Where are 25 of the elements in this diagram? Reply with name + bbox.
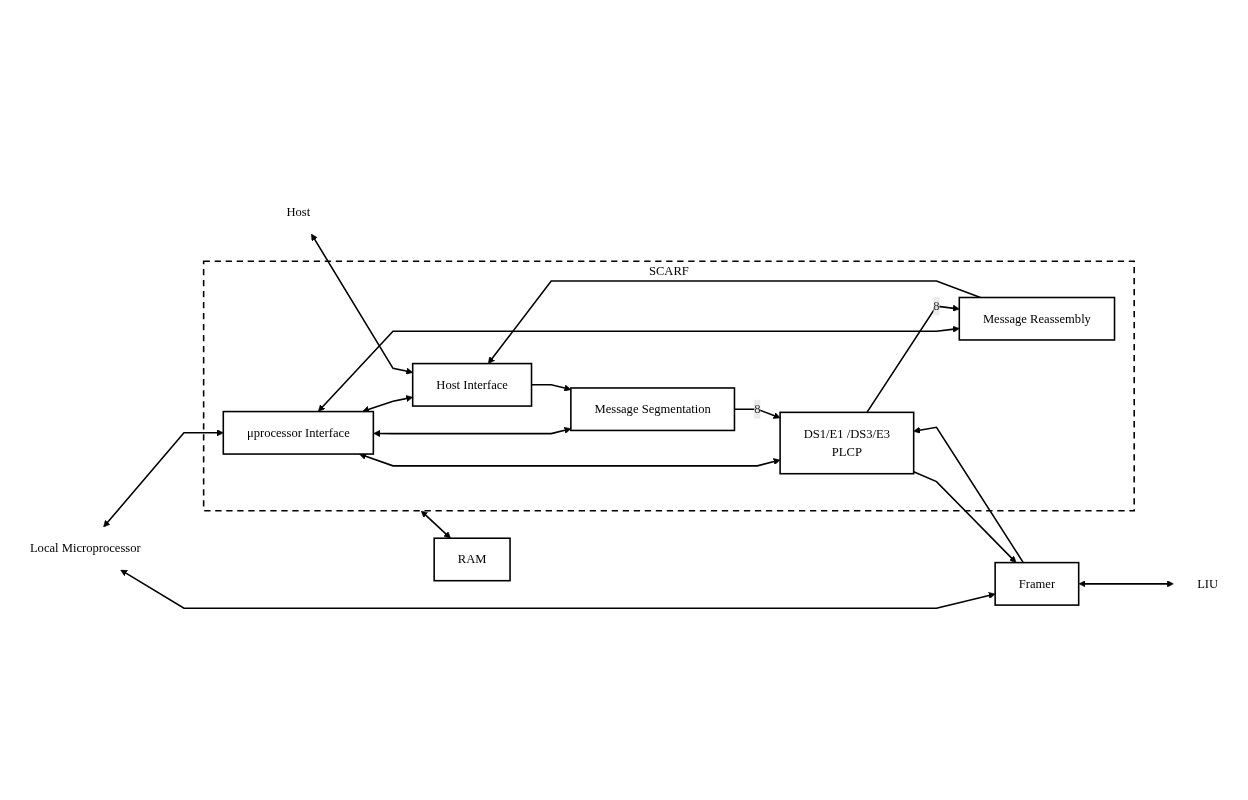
node-box: Framer — [994, 562, 1080, 607]
node-box: Message Segmentation — [570, 387, 736, 432]
arrow — [420, 510, 451, 539]
arrow — [318, 326, 960, 412]
edge-label: 8 — [933, 299, 940, 313]
arrow — [373, 427, 572, 438]
arrow — [913, 426, 1025, 564]
arrow — [359, 453, 781, 467]
node-box: μprocessor Interface — [222, 411, 375, 456]
arrow — [912, 471, 1017, 564]
edge-label: 8 — [754, 402, 761, 416]
arrow — [120, 569, 996, 610]
node-box: RAM — [433, 537, 511, 582]
node-box: DS1/E1 /DS3/E3 PLCP — [779, 411, 915, 475]
arrow — [866, 305, 960, 414]
arrow — [362, 395, 413, 413]
node-box: Host Interface — [411, 363, 533, 408]
node-text: Host — [286, 205, 311, 220]
node-text: LIU — [1197, 577, 1219, 591]
arrow — [487, 280, 982, 365]
node-text: Local Microprocessor — [29, 541, 141, 555]
node-box: Message Reassembly — [958, 296, 1116, 341]
arrow — [103, 429, 224, 528]
arrow — [1078, 580, 1174, 588]
arrow — [311, 233, 413, 375]
